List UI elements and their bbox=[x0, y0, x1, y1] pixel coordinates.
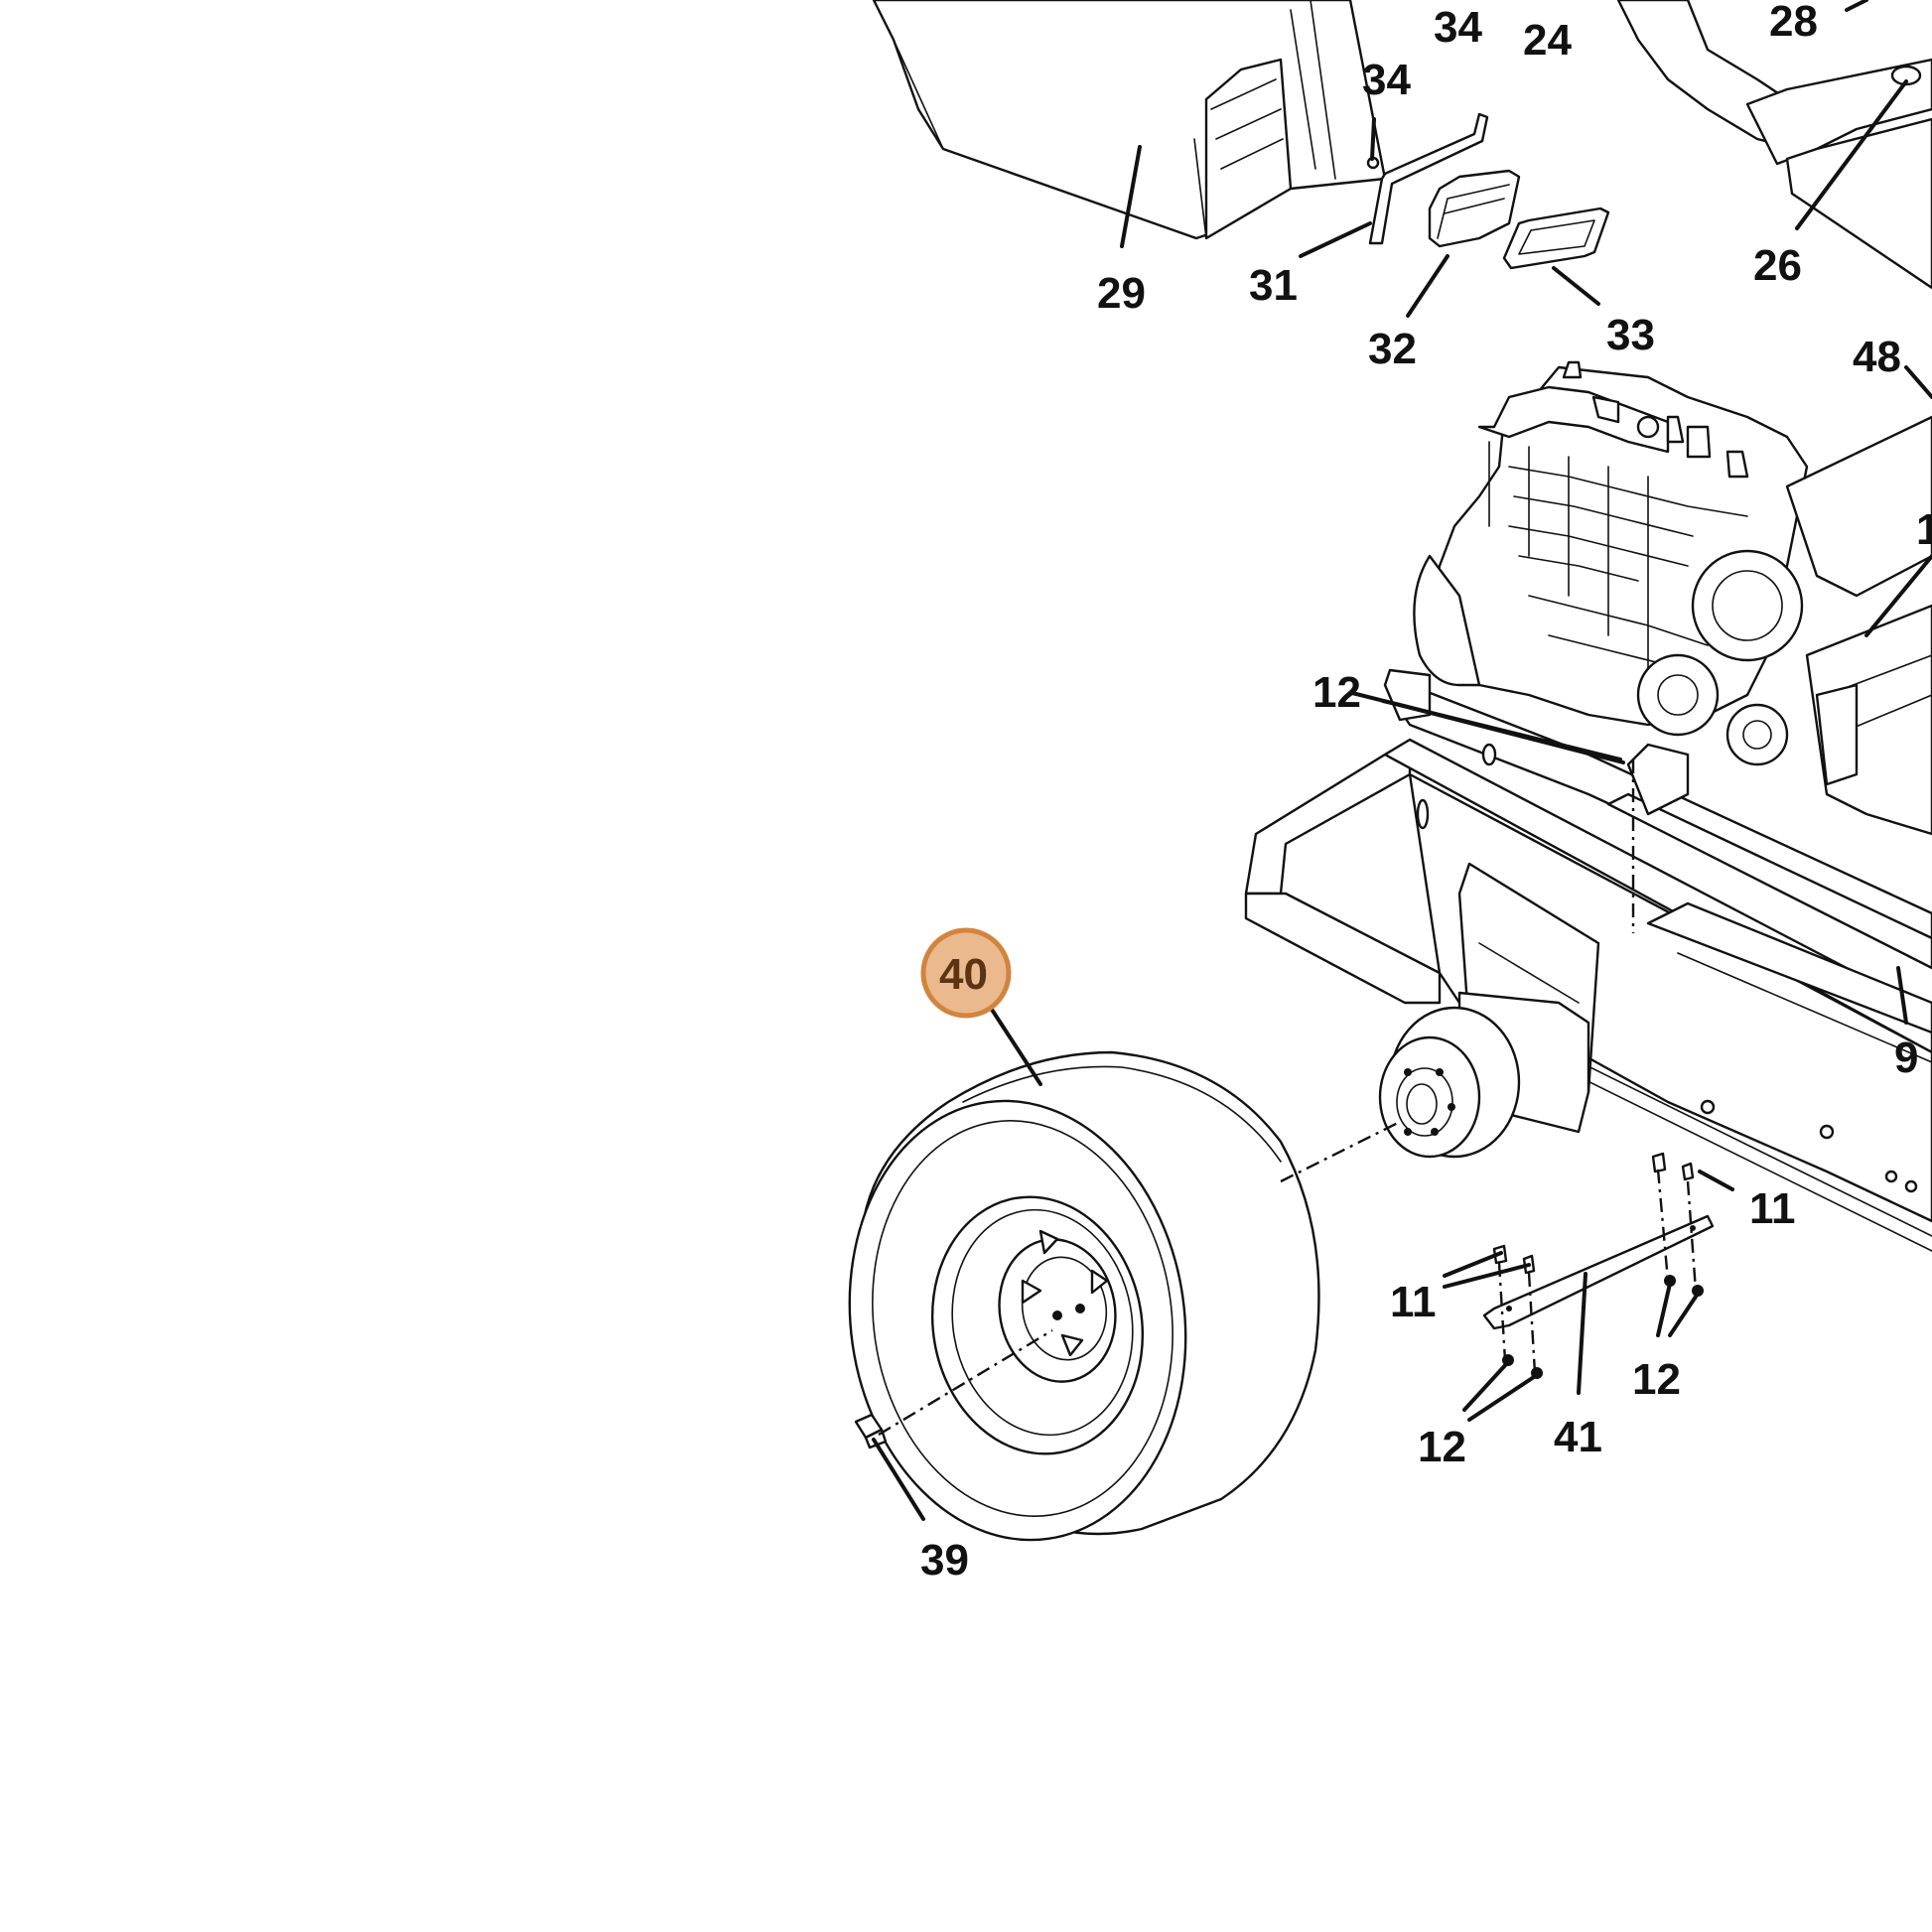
callout-39[interactable]: 39 bbox=[920, 1536, 969, 1585]
callout-40[interactable]: 40 bbox=[939, 950, 988, 999]
axis-lines bbox=[878, 759, 1635, 1437]
wheel-hub[interactable] bbox=[1378, 991, 1590, 1159]
callout-34-lower[interactable]: 34 bbox=[1362, 56, 1411, 104]
callout-26[interactable]: 26 bbox=[1753, 241, 1802, 290]
part-29-panel[interactable] bbox=[872, 0, 1387, 240]
callout-41[interactable]: 41 bbox=[1554, 1413, 1602, 1461]
callout-32[interactable]: 32 bbox=[1368, 325, 1417, 373]
part-41-plate[interactable] bbox=[1482, 1214, 1715, 1330]
callout-48[interactable]: 48 bbox=[1853, 333, 1901, 381]
rear-platform[interactable] bbox=[1785, 415, 1932, 836]
part-33-gasket[interactable] bbox=[1502, 207, 1610, 270]
leader-lines bbox=[872, 0, 1932, 1521]
part-40-tire[interactable] bbox=[822, 1050, 1320, 1562]
part-32-cap[interactable] bbox=[1428, 169, 1521, 248]
chassis-frame[interactable] bbox=[1244, 668, 1932, 1252]
callout-1[interactable]: 1 bbox=[1916, 505, 1932, 554]
callout-9[interactable]: 9 bbox=[1894, 1034, 1918, 1082]
callout-12-right[interactable]: 12 bbox=[1632, 1355, 1681, 1404]
callout-24[interactable]: 24 bbox=[1523, 16, 1572, 65]
callout-12-left[interactable]: 12 bbox=[1418, 1423, 1466, 1471]
highlight-circle-40[interactable] bbox=[920, 927, 1012, 1019]
upper-right-panel[interactable] bbox=[1616, 0, 1932, 290]
callout-34-upper[interactable]: 34 bbox=[1434, 3, 1482, 52]
callout-11-right[interactable]: 11 bbox=[1749, 1184, 1796, 1233]
callout-31[interactable]: 31 bbox=[1249, 261, 1298, 310]
callout-11-left[interactable]: 11 bbox=[1390, 1278, 1437, 1326]
callout-28[interactable]: 28 bbox=[1769, 0, 1818, 46]
callout-12-engine[interactable]: 12 bbox=[1312, 668, 1361, 717]
part-31-rod[interactable] bbox=[1368, 112, 1489, 245]
engine-assembly[interactable] bbox=[1413, 360, 1809, 766]
callout-29[interactable]: 29 bbox=[1097, 269, 1146, 318]
callout-33[interactable]: 33 bbox=[1606, 311, 1655, 359]
callout-labels: 29 31 32 33 34 34 24 28 26 48 1 12 9 11 … bbox=[920, 0, 1932, 1585]
